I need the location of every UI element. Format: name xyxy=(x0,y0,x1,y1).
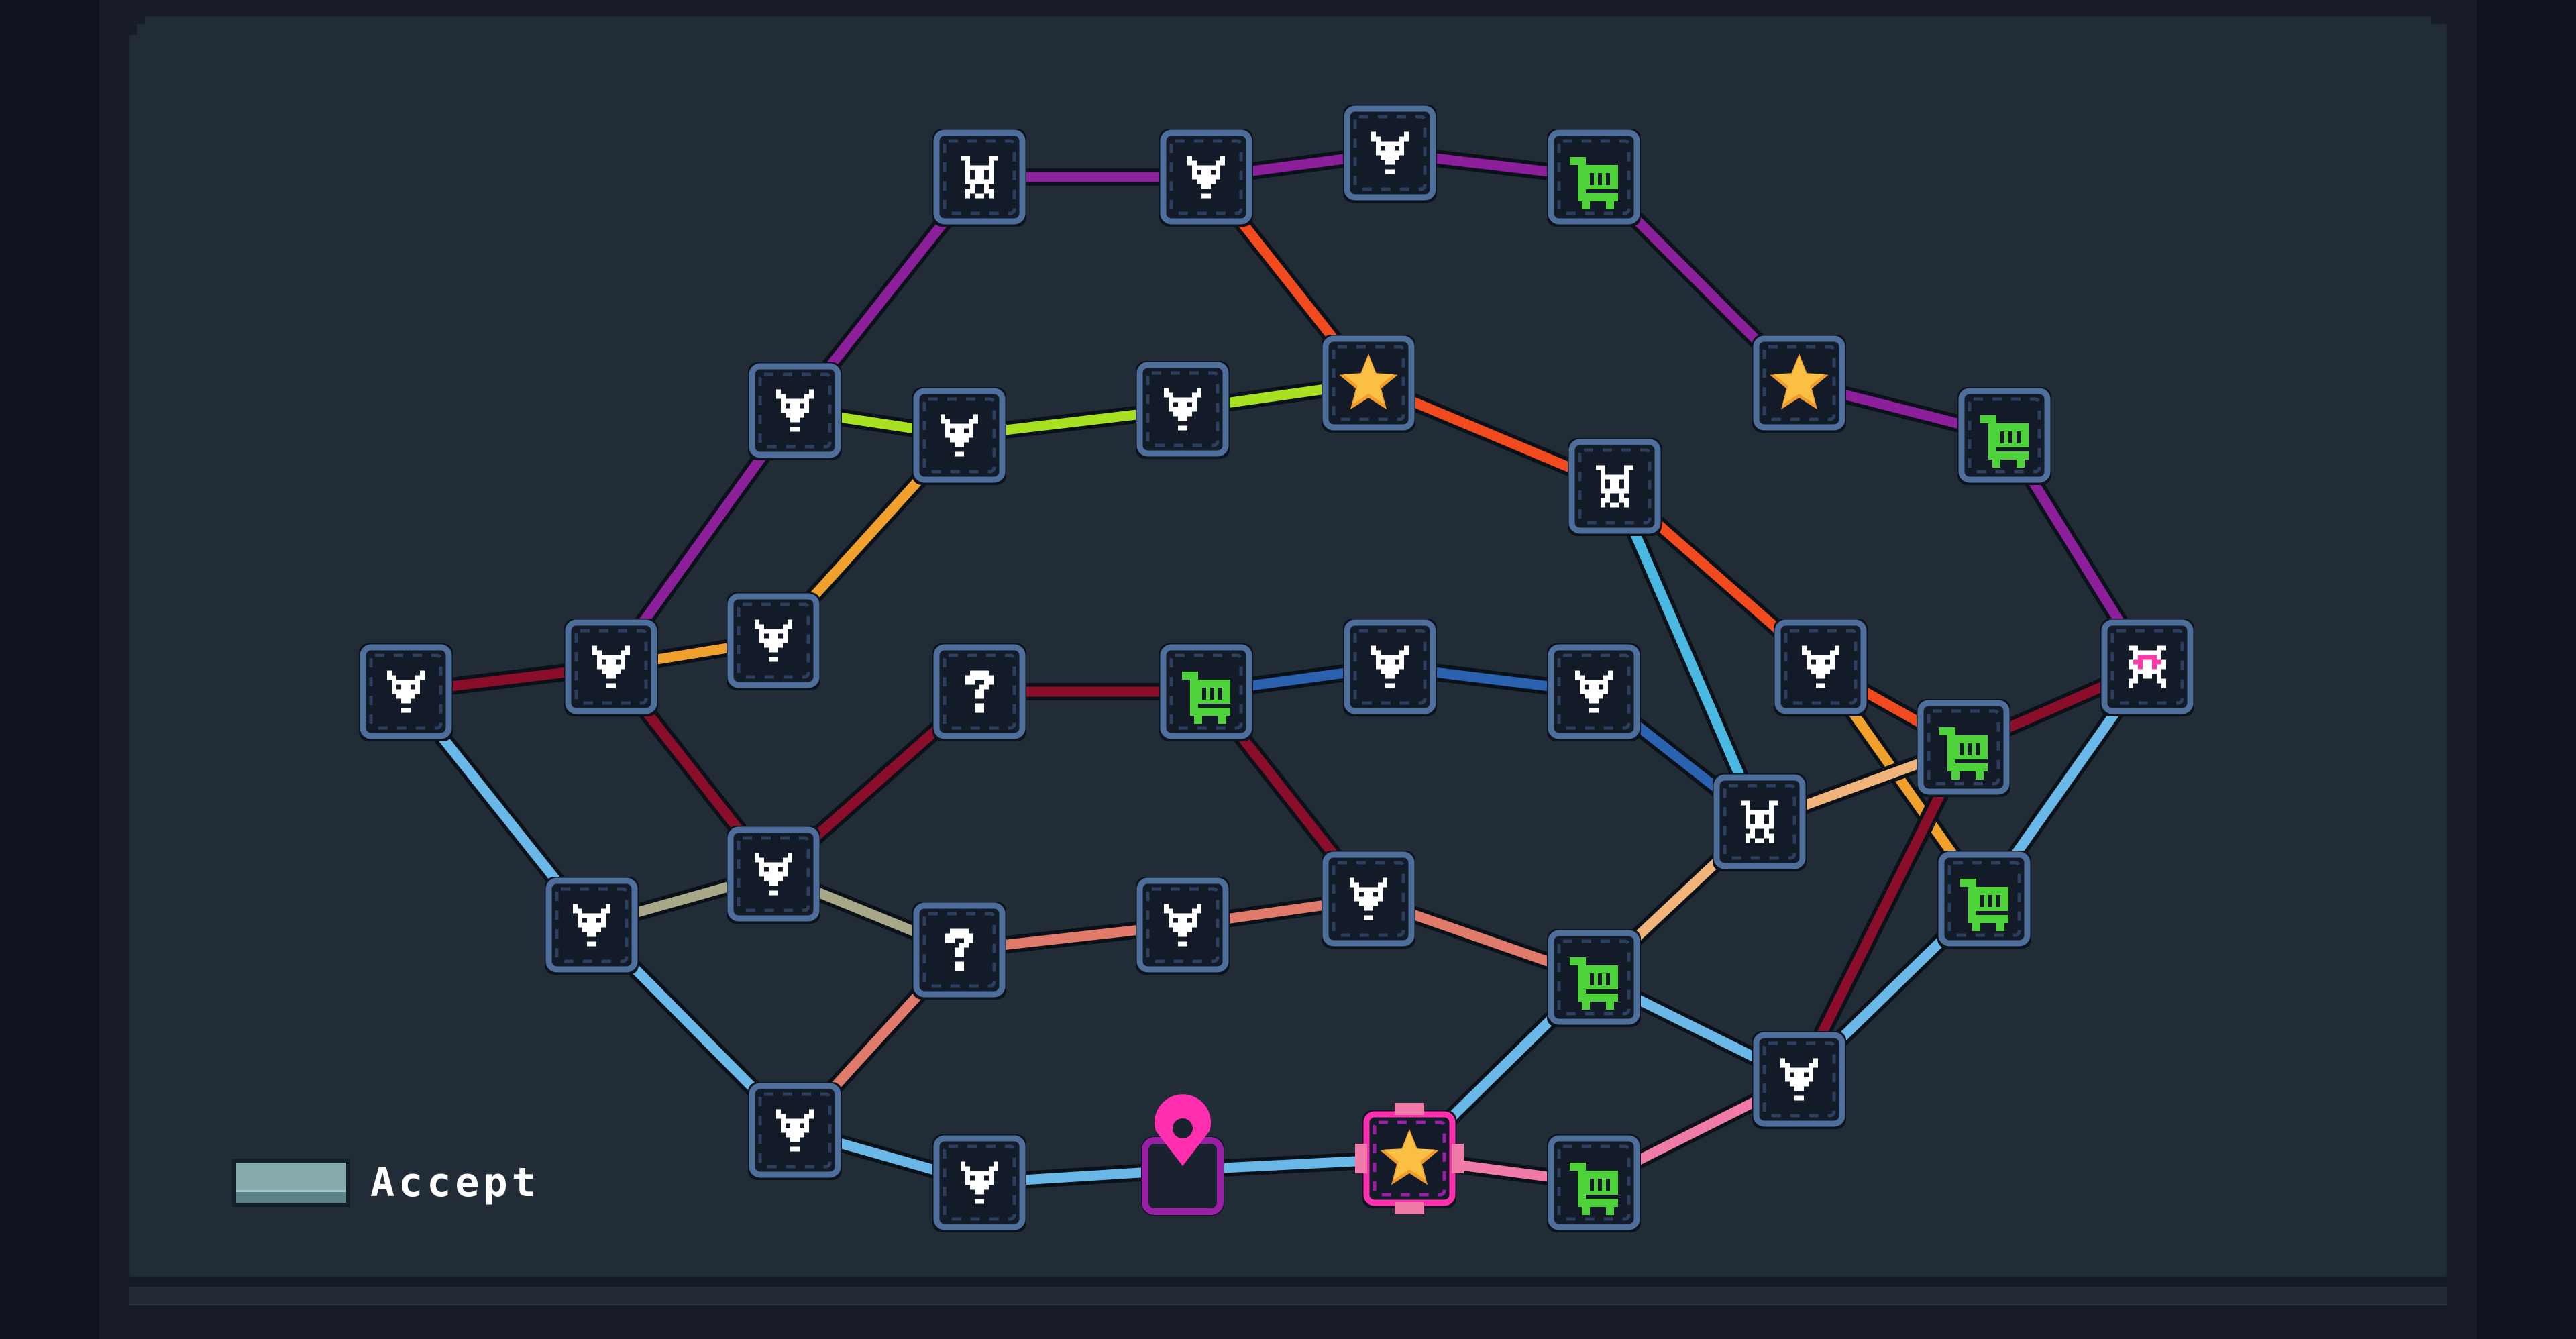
enemy-icon xyxy=(592,645,630,688)
map-node-enemy[interactable] xyxy=(1136,361,1230,459)
map-node-elite[interactable] xyxy=(1568,438,1662,536)
map-node-enemy[interactable] xyxy=(359,643,453,741)
map-node-enemy[interactable] xyxy=(748,362,842,460)
map-path xyxy=(1791,743,1972,1083)
enemy-icon xyxy=(1802,645,1839,688)
map-node-shop[interactable] xyxy=(1547,1134,1641,1232)
map-node-enemy[interactable] xyxy=(912,387,1006,485)
map-node-shop[interactable] xyxy=(1917,699,2010,797)
nodes-layer xyxy=(359,105,2194,1232)
key-bar-icon xyxy=(236,1163,346,1203)
map-node-enemy[interactable] xyxy=(727,592,820,690)
map-node-enemy[interactable] xyxy=(564,619,658,716)
shopping-cart-icon xyxy=(1939,727,1988,780)
elite-skull-icon xyxy=(1596,465,1633,508)
boss-skull-icon xyxy=(2129,645,2166,688)
map-node-enemy[interactable] xyxy=(748,1082,842,1180)
map-node-shop[interactable] xyxy=(1159,643,1253,741)
enemy-icon xyxy=(573,904,610,947)
enemy-icon xyxy=(1371,645,1409,688)
star-reward-icon xyxy=(1770,354,1829,410)
star-reward-icon xyxy=(1339,354,1398,410)
enemy-icon xyxy=(1187,156,1225,199)
map-node-elite[interactable] xyxy=(932,129,1026,227)
enemy-icon xyxy=(755,619,792,662)
enemy-icon xyxy=(1164,904,1201,947)
shopping-cart-icon xyxy=(1980,415,2029,468)
enemy-icon xyxy=(1164,388,1201,431)
map-node-unknown[interactable] xyxy=(912,902,1006,1000)
enemy-icon xyxy=(1575,670,1613,713)
shopping-cart-icon xyxy=(1960,879,2008,931)
elite-skull-icon xyxy=(1741,800,1778,843)
elite-skull-icon xyxy=(961,156,998,199)
map-node-star[interactable] xyxy=(1322,335,1415,433)
question-mark-icon xyxy=(965,670,994,713)
map-node-enemy[interactable] xyxy=(1343,619,1437,716)
enemy-icon xyxy=(776,389,814,432)
map-node-enemy[interactable] xyxy=(545,877,639,975)
map-node-boss[interactable] xyxy=(2100,619,2194,716)
map-node-enemy[interactable] xyxy=(727,826,820,924)
panel-divider xyxy=(129,1277,2447,1287)
shopping-cart-icon xyxy=(1570,1163,1618,1215)
enemy-icon xyxy=(941,414,978,457)
enemy-icon xyxy=(755,853,792,896)
map-node-current[interactable] xyxy=(1141,1094,1224,1216)
map-node-shop[interactable] xyxy=(1957,387,2051,485)
map-node-shop[interactable] xyxy=(1547,929,1641,1027)
map-panel xyxy=(129,16,2447,1277)
map-node-elite[interactable] xyxy=(1713,773,1807,871)
map-node-star[interactable] xyxy=(1355,1103,1464,1214)
map-node-enemy[interactable] xyxy=(1547,643,1641,741)
map-node-enemy[interactable] xyxy=(1752,1031,1846,1129)
map-node-enemy[interactable] xyxy=(932,1134,1026,1232)
edges-layer xyxy=(398,144,2155,1191)
map-node-star[interactable] xyxy=(1752,335,1846,433)
map-node-enemy[interactable] xyxy=(1343,105,1437,203)
accept-label: Accept xyxy=(370,1159,540,1206)
shopping-cart-icon xyxy=(1570,957,1618,1010)
map-node-enemy[interactable] xyxy=(1159,129,1253,227)
enemy-icon xyxy=(1371,131,1409,174)
bottom-bar xyxy=(129,1287,2447,1305)
map-node-shop[interactable] xyxy=(1937,851,2031,949)
map-node-enemy[interactable] xyxy=(1322,851,1415,949)
map-node-enemy[interactable] xyxy=(1136,877,1230,975)
enemy-icon xyxy=(387,670,425,713)
map-node-enemy[interactable] xyxy=(1774,619,1868,716)
shopping-cart-icon xyxy=(1182,672,1230,724)
enemy-icon xyxy=(961,1161,998,1204)
enemy-icon xyxy=(776,1109,814,1152)
enemy-icon xyxy=(1780,1058,1818,1101)
map-path xyxy=(1607,482,1768,826)
question-mark-icon xyxy=(945,928,973,971)
enemy-icon xyxy=(1350,877,1387,920)
star-reward-icon xyxy=(1380,1129,1439,1185)
location-pin-icon xyxy=(1155,1094,1211,1166)
accept-prompt[interactable]: Accept xyxy=(236,1159,540,1206)
shopping-cart-icon xyxy=(1570,157,1618,209)
map-node-shop[interactable] xyxy=(1547,129,1641,227)
map-node-unknown[interactable] xyxy=(932,643,1026,741)
